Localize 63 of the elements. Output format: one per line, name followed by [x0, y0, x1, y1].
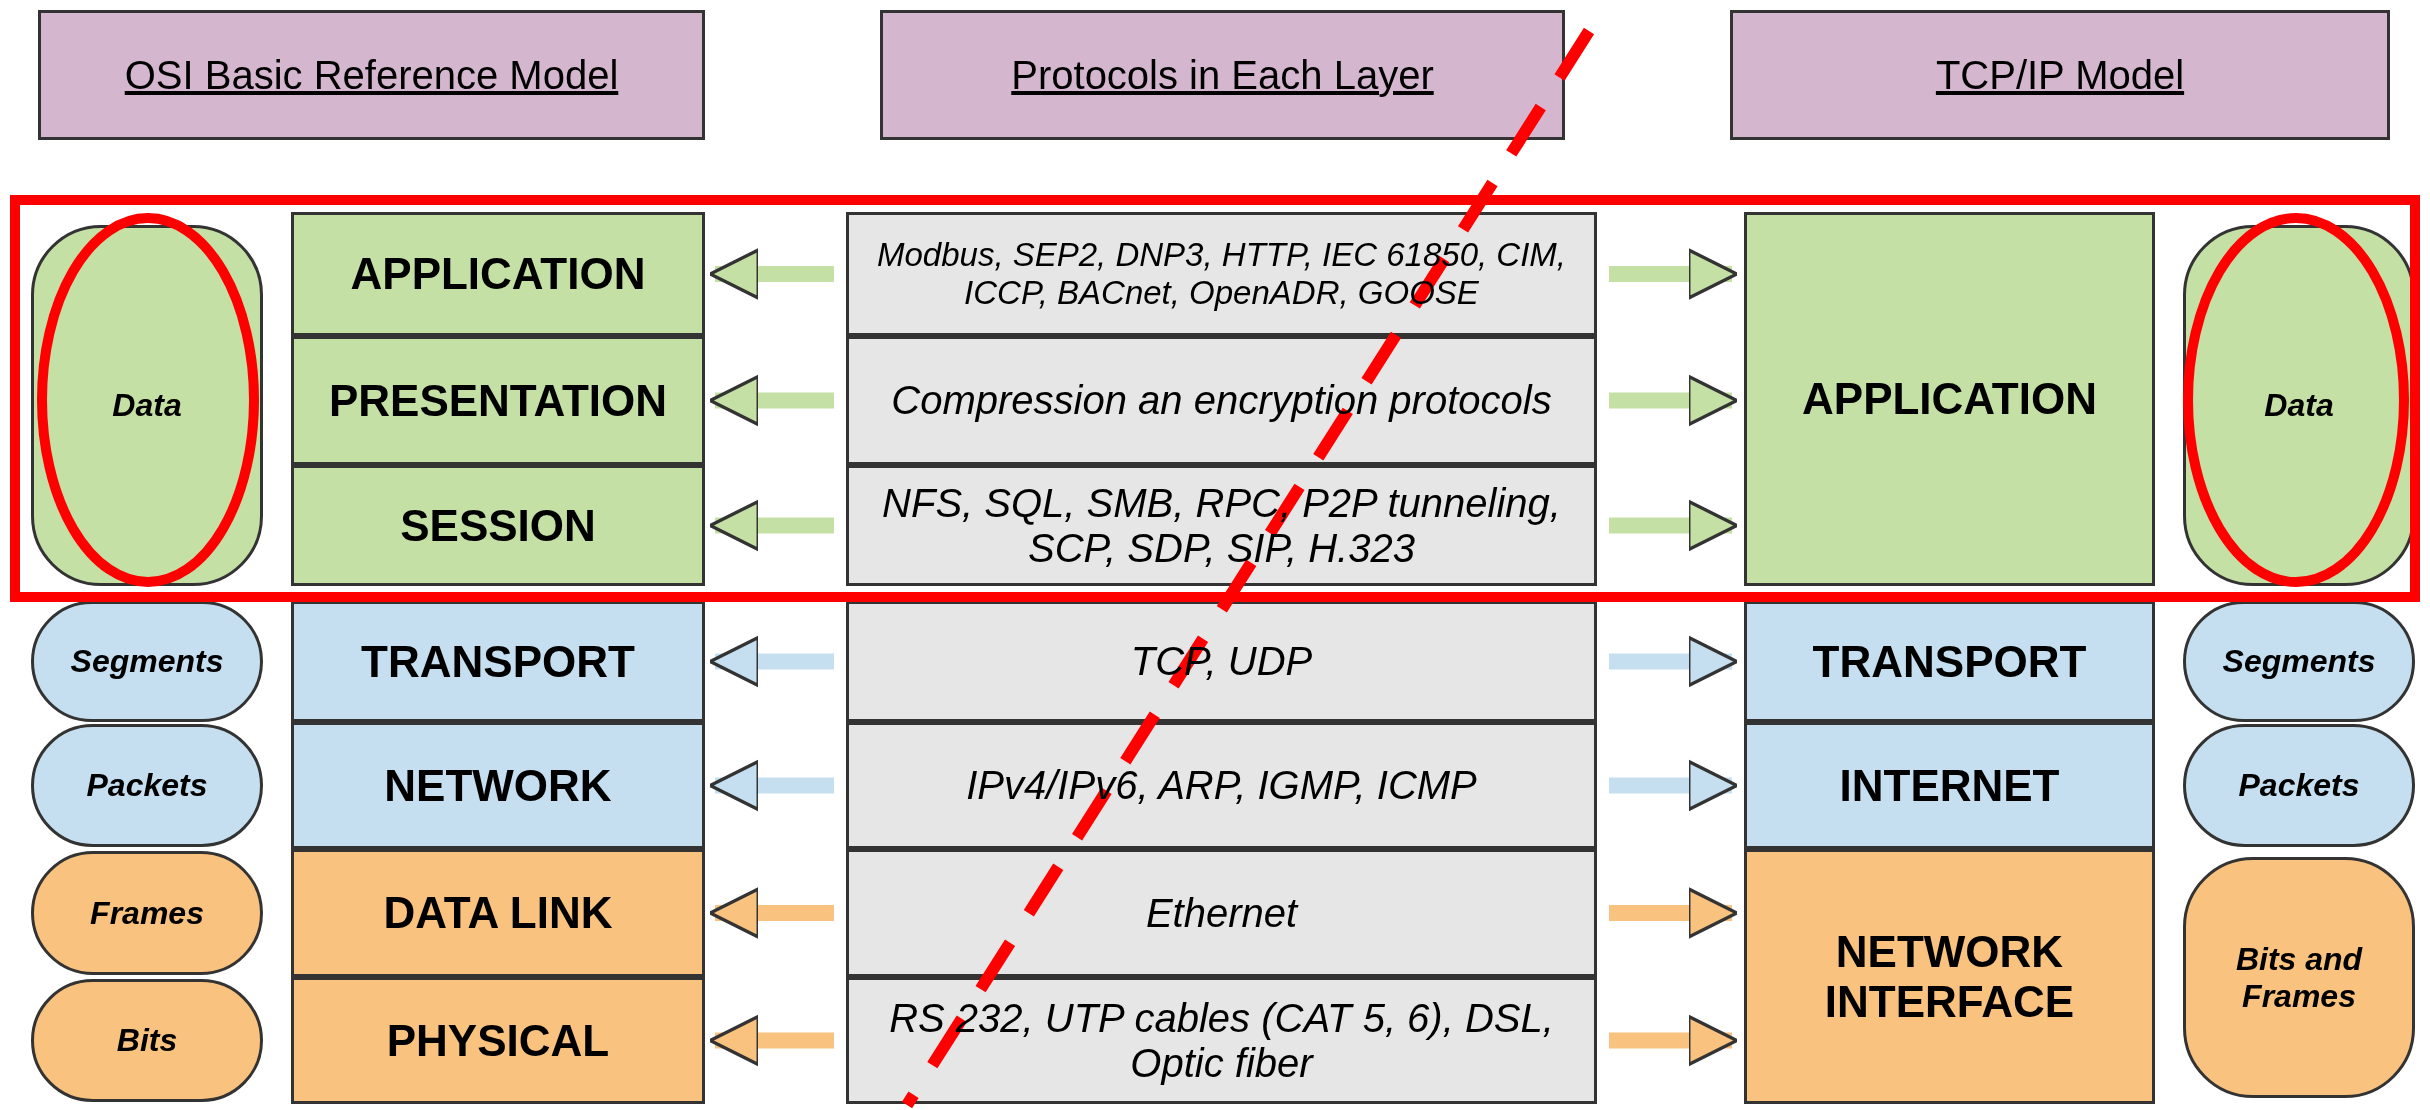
block-arrow	[1609, 635, 1739, 688]
data-unit-label: Packets	[85, 766, 209, 805]
block-arrow	[708, 248, 834, 300]
data-unit-label: Data	[111, 386, 183, 425]
layer-box	[291, 465, 705, 586]
block-arrow	[708, 759, 834, 812]
layer-name: NETWORK INTERFACE	[1823, 925, 2076, 1028]
data-unit-label: Bits	[115, 1021, 179, 1060]
layer-name: SESSION	[399, 499, 597, 552]
protocol-list: IPv4/IPv6, ARP, IGMP, ICMP	[956, 759, 1487, 812]
layer-box	[1744, 212, 2155, 586]
protocol-list: Ethernet	[1135, 886, 1308, 940]
header-title: OSI Basic Reference Model	[123, 51, 620, 99]
header-box	[880, 10, 1565, 140]
block-arrow	[1609, 374, 1739, 427]
block-arrow	[1609, 887, 1739, 939]
layer-name: PRESENTATION	[327, 374, 669, 427]
block-arrow	[708, 887, 834, 939]
layer-box	[291, 722, 705, 849]
block-arrow	[1609, 1014, 1739, 1067]
protocol-box	[846, 465, 1597, 586]
header-title: Protocols in Each Layer	[1010, 51, 1435, 99]
protocol-box	[846, 722, 1597, 849]
block-arrow	[1609, 759, 1739, 812]
layer-box	[291, 849, 705, 977]
layer-box	[1744, 849, 2155, 1104]
layer-box	[1744, 722, 2155, 849]
layer-box	[291, 336, 705, 465]
block-arrow	[708, 499, 834, 552]
protocol-list: Compression an encryption protocols	[881, 374, 1562, 427]
protocol-box	[846, 849, 1597, 977]
data-unit-label: Packets	[2237, 766, 2361, 805]
block-arrow	[708, 1014, 834, 1067]
header-title: TCP/IP Model	[1934, 51, 2186, 99]
data-unit-pill	[2183, 857, 2415, 1098]
header-box	[38, 10, 705, 140]
layer-name: APPLICATION	[1801, 373, 2098, 425]
protocol-box	[846, 601, 1597, 722]
protocol-box	[846, 212, 1597, 336]
data-unit-label: Bits and Frames	[2234, 939, 2364, 1016]
block-arrow	[1609, 248, 1739, 300]
block-arrow	[708, 374, 834, 427]
data-unit-label: Frames	[89, 893, 205, 933]
layer-name: DATA LINK	[382, 887, 614, 939]
layer-name: PHYSICAL	[385, 1014, 611, 1067]
layer-name: INTERNET	[1838, 759, 2061, 812]
protocol-box	[846, 977, 1597, 1104]
layer-box	[291, 212, 705, 336]
protocol-list: RS 232, UTP cables (CAT 5, 6), DSL, Optic fiber	[849, 991, 1594, 1090]
layer-name: APPLICATION	[349, 248, 647, 300]
layer-name: TRANSPORT	[360, 635, 636, 688]
block-arrow	[1609, 499, 1739, 552]
layer-name: NETWORK	[383, 759, 613, 812]
layer-box	[1744, 601, 2155, 722]
data-unit-label: Segments	[2221, 642, 2377, 681]
layer-box	[291, 601, 705, 722]
layer-name: TRANSPORT	[1811, 635, 2088, 688]
layer-box	[291, 977, 705, 1104]
block-arrow	[708, 635, 834, 688]
data-unit-label: Segments	[69, 642, 225, 681]
protocol-box	[846, 336, 1597, 465]
data-unit-label: Data	[2263, 386, 2335, 425]
header-box	[1730, 10, 2390, 140]
